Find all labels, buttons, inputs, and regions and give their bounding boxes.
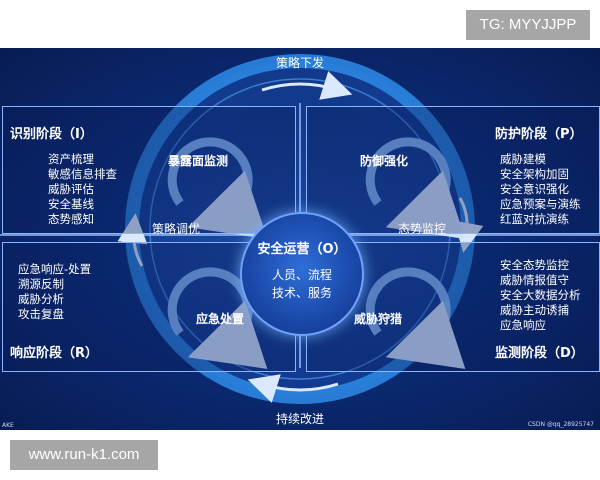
panel-protect — [306, 106, 600, 234]
list-item: 威胁评估 — [48, 182, 94, 196]
identify-title: 识别阶段（I） — [10, 127, 93, 142]
bottom-ring-arrow — [247, 374, 339, 403]
diagram-canvas: 识别阶段（I） 资产梳理 敏感信息排查 威胁评估 安全基线 态势感知 防护阶段（… — [0, 48, 600, 430]
center-title: 安全运营（O） — [257, 242, 347, 257]
ring-label-left: 策略调优 — [152, 222, 201, 236]
tg-badge: TG: MYYJJPP — [466, 10, 590, 40]
protect-list: 威胁建模 安全架构加固 安全意识强化 应急预案与演练 红蓝对抗演练 — [500, 152, 581, 227]
cycle-arrow-br — [365, 267, 466, 369]
cycle-arrow-tr — [365, 137, 466, 239]
respond-list: 应急响应-处置 溯源反制 威胁分析 攻击复盘 — [18, 262, 91, 322]
list-item: 威胁建模 — [500, 152, 546, 166]
ring-label-right: 态势监控 — [398, 222, 447, 236]
cycle-arrow-tl — [167, 137, 268, 239]
list-item: 红蓝对抗演练 — [500, 212, 569, 226]
list-item: 威胁情报值守 — [500, 273, 569, 287]
center-circle: 安全运营（O） 人员、流程 技术、服务 — [240, 212, 364, 336]
corner-mark: AKE — [2, 422, 14, 429]
detect-title: 监测阶段（D） — [495, 346, 584, 361]
list-item: 安全态势监控 — [500, 258, 569, 272]
cycle-label-emergency: 应急处置 — [196, 312, 245, 326]
list-item: 安全架构加固 — [500, 167, 569, 181]
list-item: 安全大数据分析 — [500, 288, 581, 302]
list-item: 攻击复盘 — [18, 307, 64, 321]
list-item: 应急响应 — [500, 318, 546, 332]
list-item: 敏感信息排查 — [48, 167, 117, 181]
site-badge: www.run-k1.com — [10, 440, 158, 470]
list-item: 应急响应-处置 — [18, 262, 92, 276]
identify-list: 资产梳理 敏感信息排查 威胁评估 安全基线 态势感知 — [48, 152, 117, 227]
list-item: 态势感知 — [48, 212, 94, 226]
panel-identify — [2, 106, 296, 234]
center-line1: 人员、流程 — [271, 268, 332, 282]
cycle-label-hunting: 威胁狩猎 — [354, 312, 403, 326]
center-line2: 技术、服务 — [271, 286, 332, 300]
list-item: 资产梳理 — [48, 152, 94, 166]
cycle-arrow-bl — [167, 267, 268, 369]
detect-list: 安全态势监控 威胁情报值守 安全大数据分析 威胁主动诱捕 应急响应 — [500, 258, 581, 333]
list-item: 威胁分析 — [18, 292, 64, 306]
cycle-label-defense: 防御强化 — [360, 154, 409, 168]
respond-title: 响应阶段（R） — [10, 346, 99, 361]
left-ring-arrow — [117, 213, 148, 267]
list-item: 安全基线 — [48, 197, 94, 211]
ring-label-top: 策略下发 — [276, 56, 325, 70]
list-item: 溯源反制 — [18, 277, 64, 291]
list-item: 安全意识强化 — [500, 182, 569, 196]
list-item: 威胁主动诱捕 — [500, 303, 569, 317]
top-ring-arrow — [261, 71, 353, 100]
credit-text: CSDN @qq_28925747 — [527, 421, 594, 428]
ring-label-bottom: 持续改进 — [276, 412, 325, 426]
list-item: 应急预案与演练 — [500, 197, 581, 211]
cycle-label-exposure: 暴露面监测 — [168, 154, 229, 168]
protect-title: 防护阶段（P） — [495, 127, 583, 142]
